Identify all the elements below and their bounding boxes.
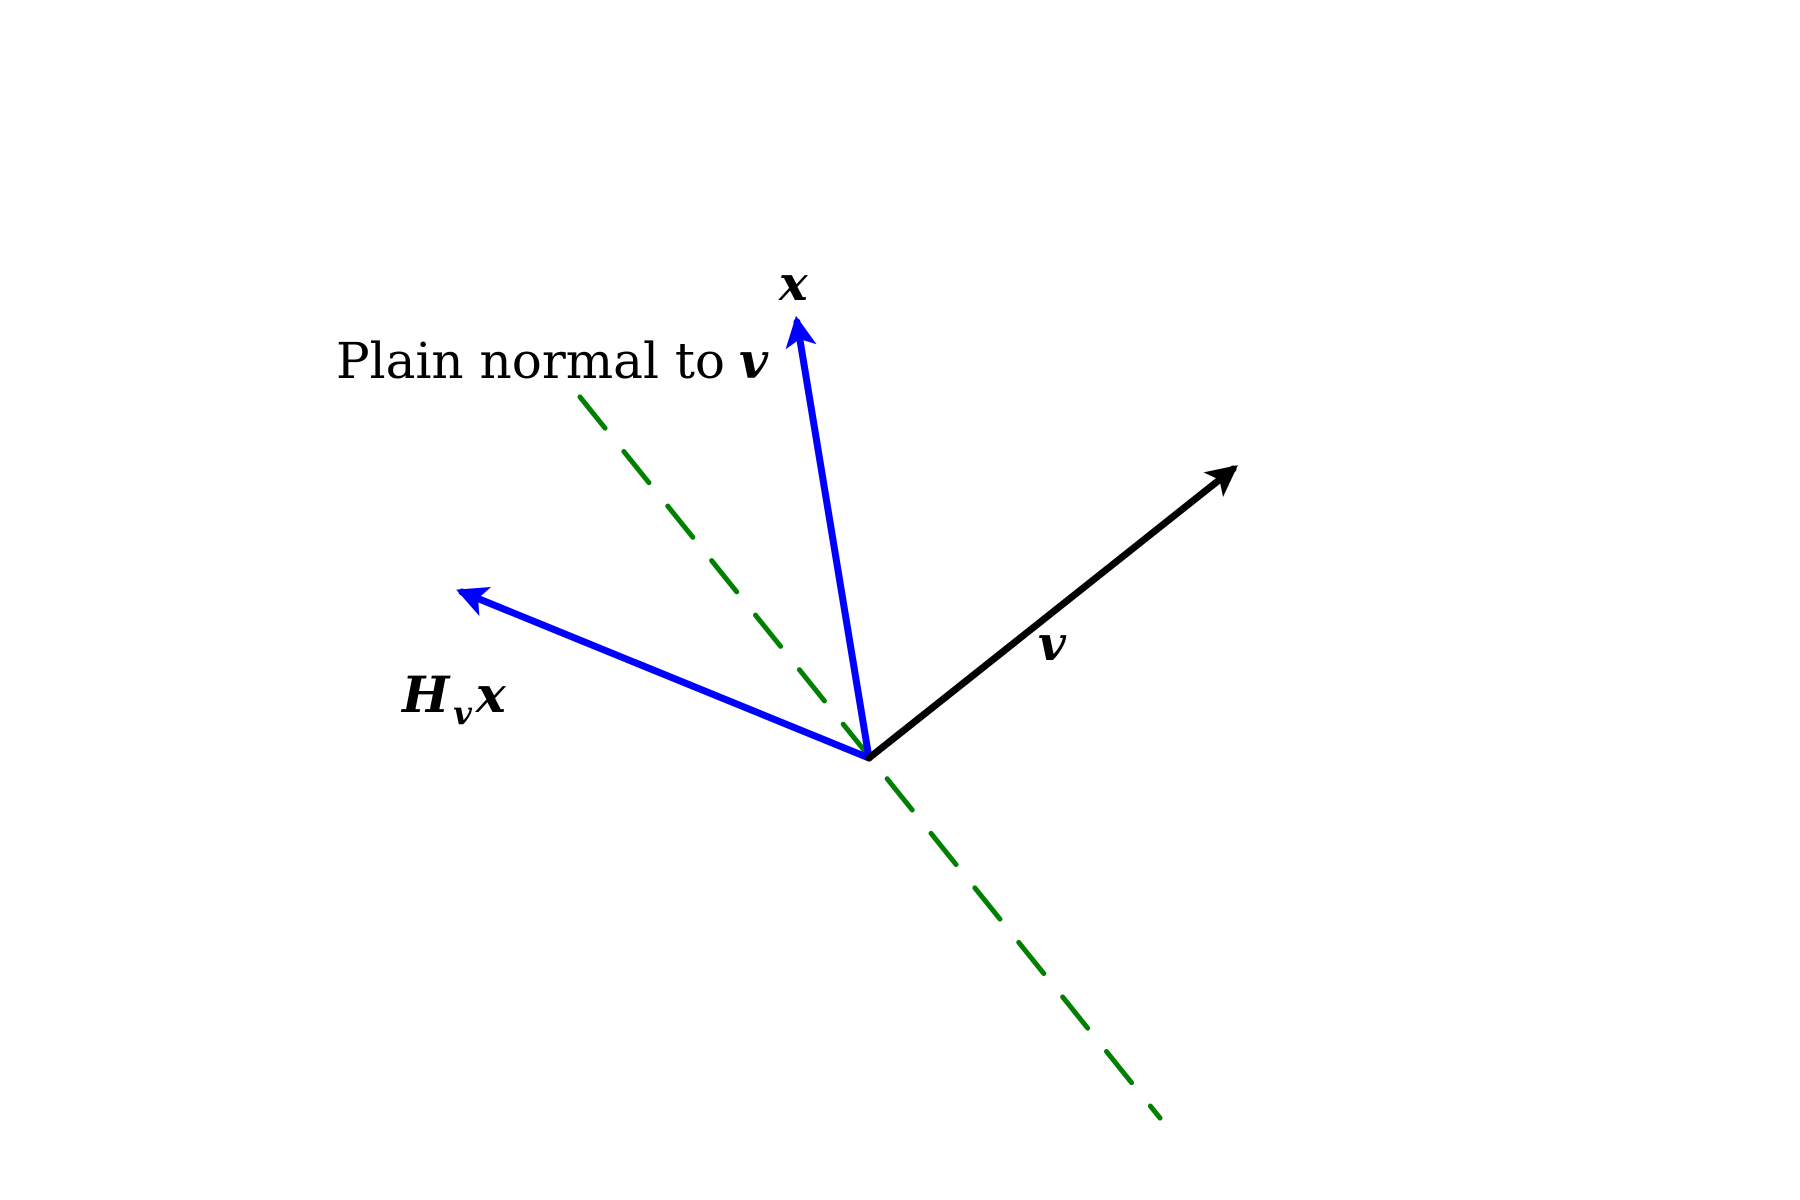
hvx-vector-arrow (456, 586, 873, 762)
x-vector-arrow (785, 315, 873, 762)
v-vector-arrow (865, 465, 1238, 762)
x-vector-label: x (778, 256, 809, 312)
v-vector-label: v (1038, 616, 1067, 672)
hvx-vector-label: H v x (400, 665, 507, 732)
plane-normal-line (577, 394, 1163, 1121)
plane-label: Plain normal to v (336, 331, 769, 390)
